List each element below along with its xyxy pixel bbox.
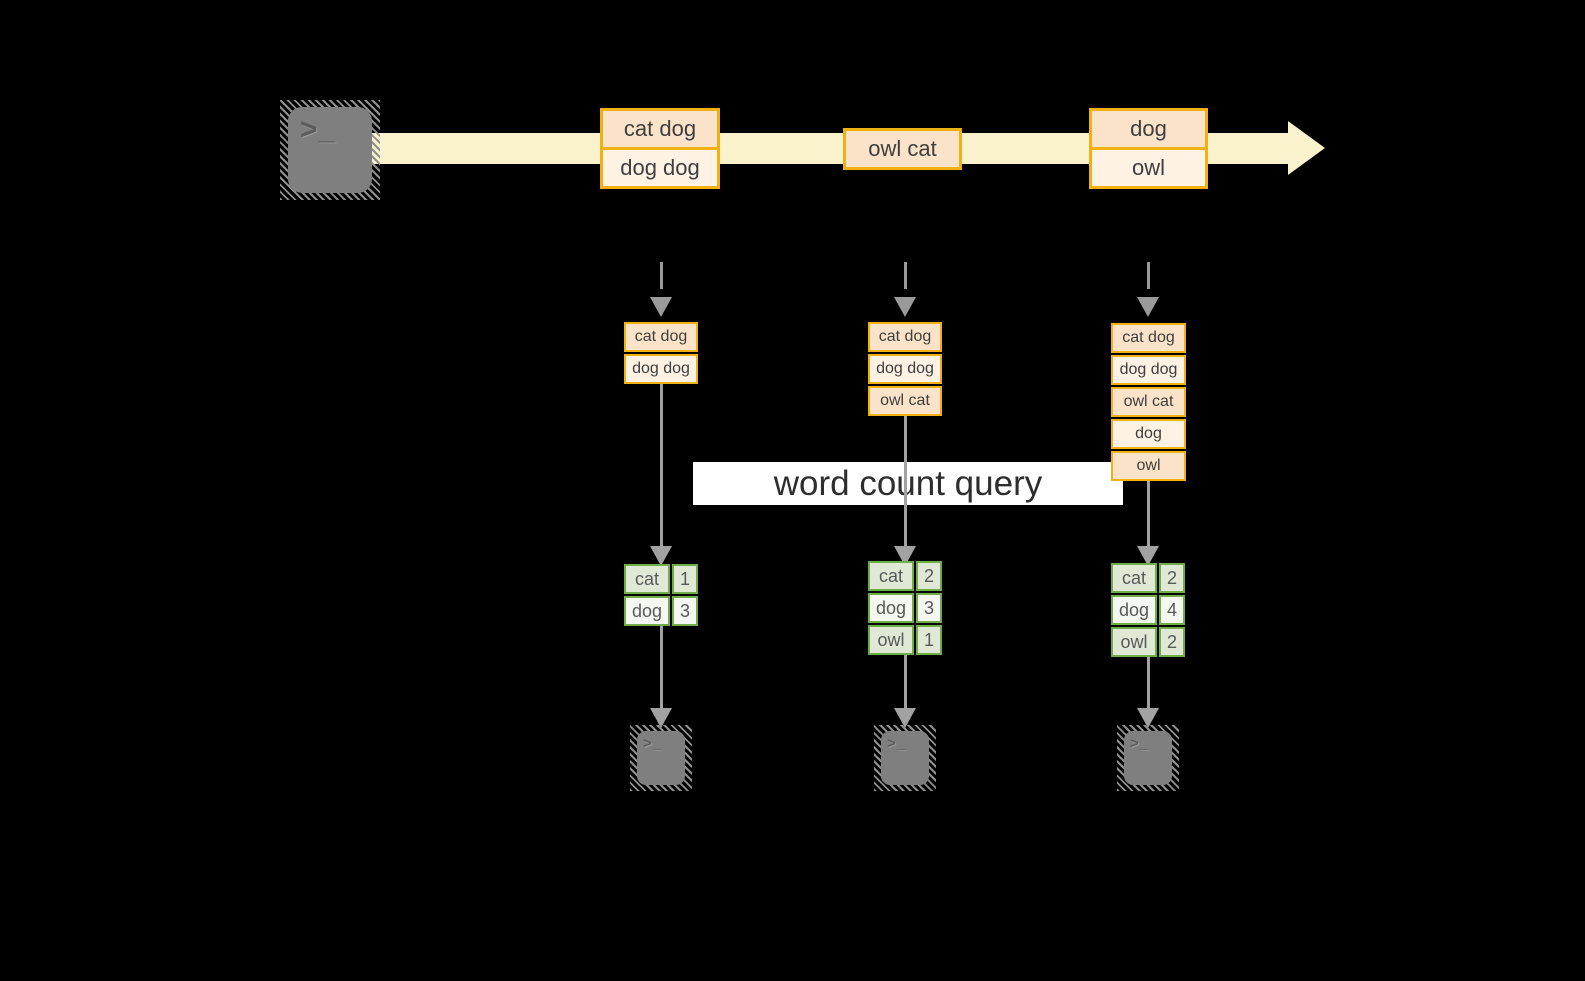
record-buffer-3: cat dog dog dog owl cat dog owl: [1111, 323, 1186, 483]
count-value-cell: 2: [1159, 627, 1185, 657]
arrowhead-down-icon: [650, 297, 672, 317]
buffer-record: owl cat: [868, 386, 942, 416]
record-buffer-1: cat dog dog dog: [624, 322, 698, 386]
flow-arrow: [903, 416, 907, 546]
buffer-record: cat dog: [1111, 323, 1186, 353]
count-word-cell: dog: [1111, 595, 1157, 625]
count-value-cell: 3: [916, 593, 942, 623]
dashed-arrow: [659, 262, 663, 289]
count-value-cell: 4: [1159, 595, 1185, 625]
flow-arrow: [659, 626, 663, 708]
source-terminal-body: >_: [288, 107, 372, 193]
count-table-2: cat 2 dog 3 owl 1: [868, 561, 942, 655]
buffer-record: cat dog: [868, 322, 942, 352]
arrowhead-down-icon: [894, 708, 916, 728]
count-word-cell: owl: [1111, 627, 1157, 657]
record-buffer-2: cat dog dog dog owl cat: [868, 322, 942, 418]
timeline-event-2: owl cat: [843, 128, 962, 170]
count-word-cell: dog: [624, 596, 670, 626]
buffer-record: dog dog: [868, 354, 942, 384]
event-record: dog: [1092, 111, 1205, 147]
query-banner: word count query: [693, 462, 1123, 505]
buffer-record: dog dog: [624, 354, 698, 384]
count-word-cell: dog: [868, 593, 914, 623]
count-value-cell: 2: [916, 561, 942, 591]
count-table-3: cat 2 dog 4 owl 2: [1111, 563, 1185, 657]
terminal-prompt-icon: >_: [300, 113, 337, 146]
flow-arrow: [903, 655, 907, 708]
terminal-prompt-icon: >_: [887, 735, 907, 752]
event-record: owl cat: [846, 131, 959, 167]
event-record: dog dog: [603, 147, 717, 186]
buffer-record: dog dog: [1111, 355, 1186, 385]
count-value-cell: 3: [672, 596, 698, 626]
buffer-record: dog: [1111, 419, 1186, 449]
buffer-record: cat dog: [624, 322, 698, 352]
output-terminal-body: >_: [881, 731, 929, 785]
stream-arrowhead-icon: [1288, 121, 1325, 175]
source-terminal: >_: [280, 100, 380, 200]
arrowhead-down-icon: [894, 297, 916, 317]
output-terminal-body: >_: [1124, 731, 1172, 785]
count-value-cell: 1: [916, 625, 942, 655]
arrowhead-down-icon: [1137, 708, 1159, 728]
flow-arrow: [1146, 657, 1150, 708]
timeline-event-1: cat dog dog dog: [600, 108, 720, 189]
count-value-cell: 1: [672, 564, 698, 594]
output-terminal-body: >_: [637, 731, 685, 785]
event-record: cat dog: [603, 111, 717, 147]
output-terminal-2: >_: [874, 725, 936, 791]
count-word-cell: cat: [868, 561, 914, 591]
dashed-arrow: [903, 262, 907, 289]
count-table-1: cat 1 dog 3: [624, 564, 698, 626]
output-terminal-3: >_: [1117, 725, 1179, 791]
flow-arrow: [659, 384, 663, 546]
count-value-cell: 2: [1159, 563, 1185, 593]
arrowhead-down-icon: [1137, 546, 1159, 566]
terminal-prompt-icon: >_: [1130, 735, 1150, 752]
flow-arrow: [1146, 481, 1150, 546]
arrowhead-down-icon: [1137, 297, 1159, 317]
event-record: owl: [1092, 147, 1205, 186]
output-terminal-1: >_: [630, 725, 692, 791]
count-word-cell: cat: [624, 564, 670, 594]
dashed-arrow: [1146, 262, 1150, 289]
arrowhead-down-icon: [650, 708, 672, 728]
buffer-record: owl cat: [1111, 387, 1186, 417]
terminal-prompt-icon: >_: [643, 735, 663, 752]
arrowhead-down-icon: [650, 546, 672, 566]
count-word-cell: cat: [1111, 563, 1157, 593]
buffer-record: owl: [1111, 451, 1186, 481]
count-word-cell: owl: [868, 625, 914, 655]
timeline-event-3: dog owl: [1089, 108, 1208, 189]
